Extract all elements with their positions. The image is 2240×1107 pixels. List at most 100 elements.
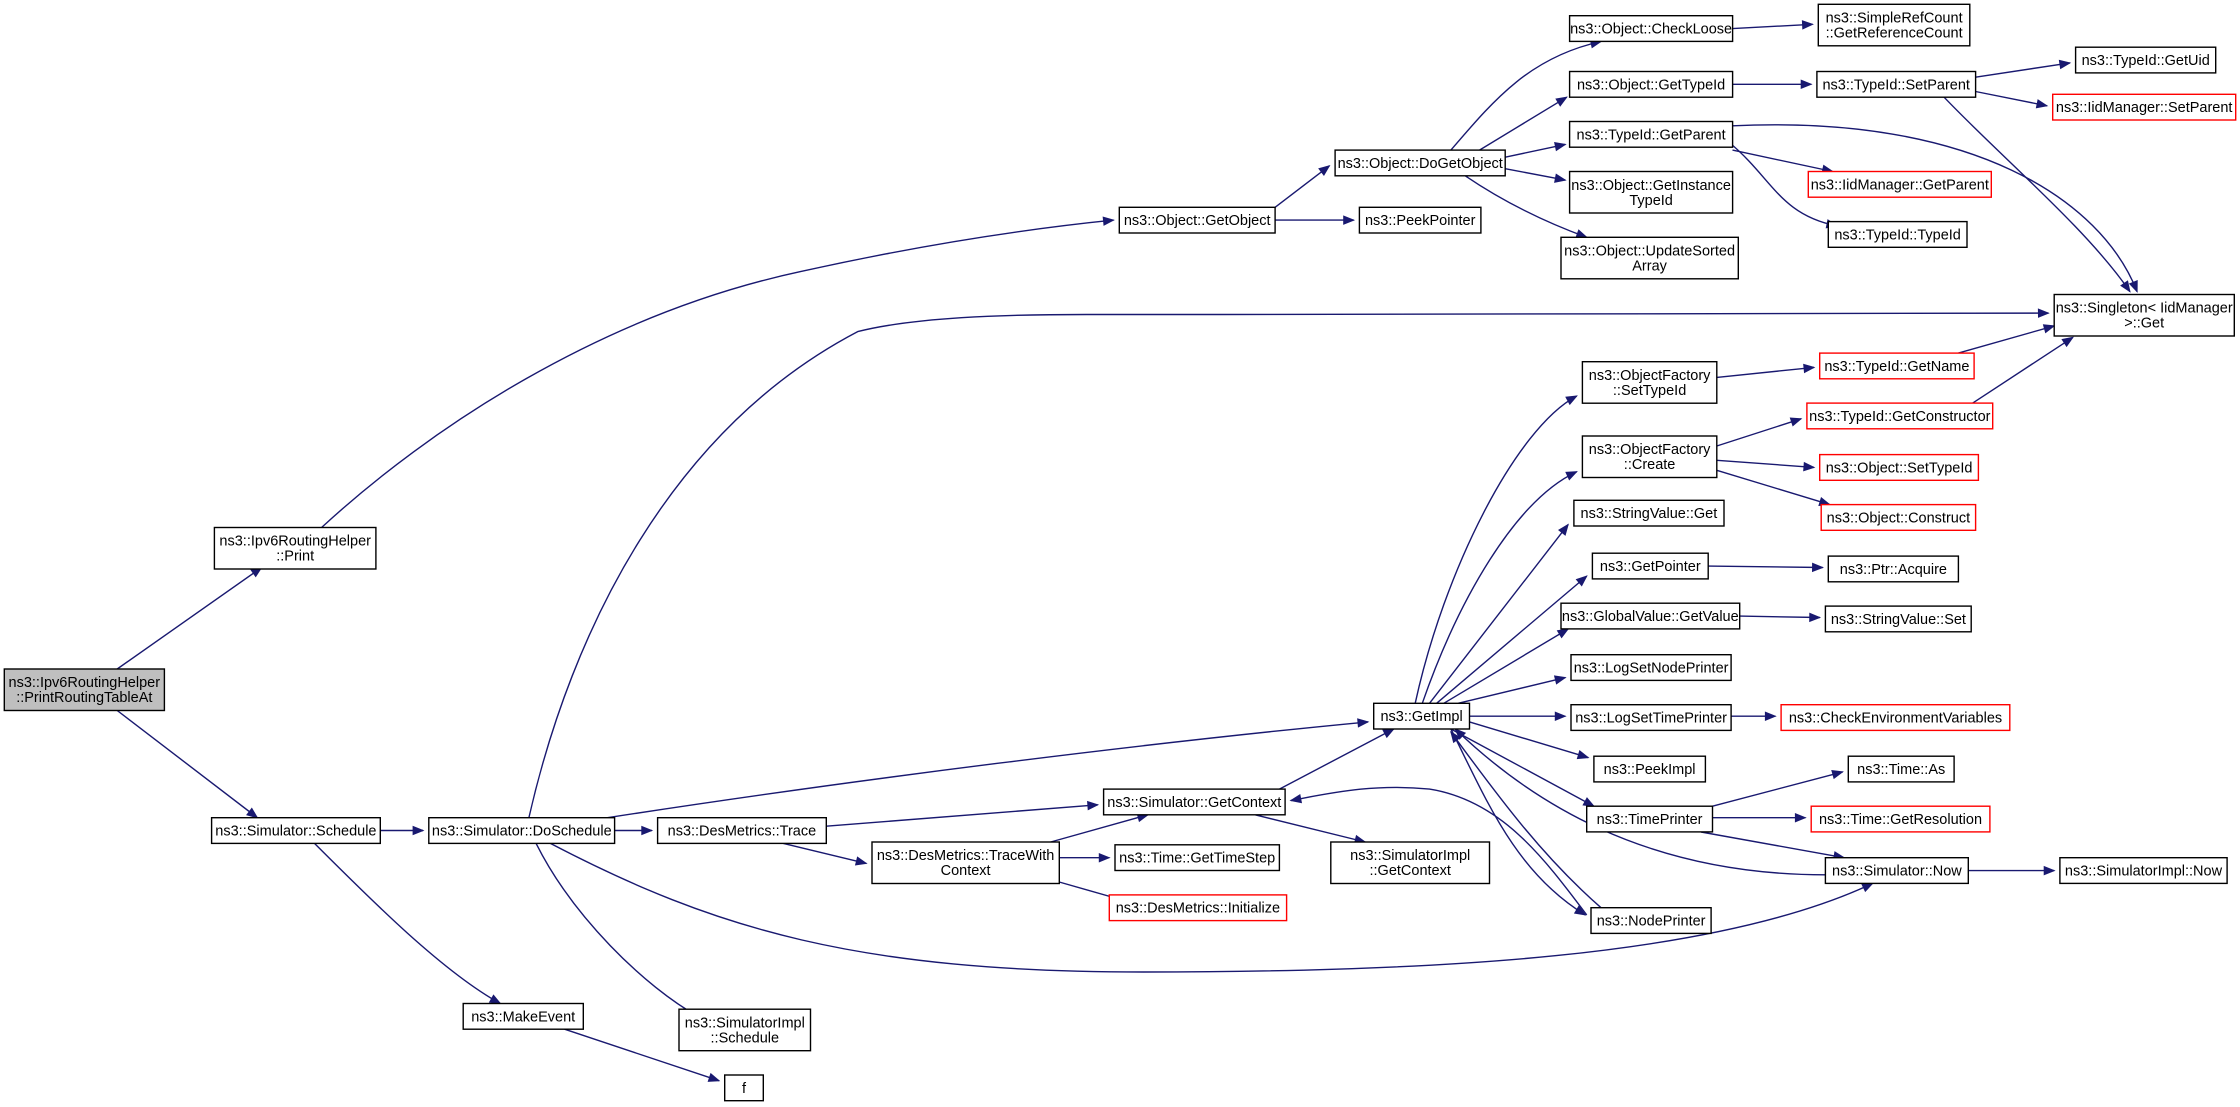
node-label: Context — [941, 863, 991, 879]
node-box — [210, 817, 382, 845]
node-label: ns3::Time::GetTimeStep — [1119, 851, 1275, 867]
node-lognodeprinter[interactable]: ns3::LogSetNodePrinter — [1570, 654, 1732, 682]
node-setparent[interactable]: ns3::TypeId::SetParent — [1816, 70, 1977, 98]
arrowhead — [2037, 308, 2050, 318]
arrowhead — [2043, 865, 2056, 876]
node-typeid-typeid[interactable]: ns3::TypeId::TypeId — [1827, 220, 1968, 249]
node-time-getresolution[interactable]: ns3::Time::GetResolution — [1810, 805, 1991, 833]
node-makeevent[interactable]: ns3::MakeEvent — [462, 1002, 585, 1030]
node-nodeprinter[interactable]: ns3::NodePrinter — [1590, 907, 1712, 935]
arrowhead — [1861, 882, 1874, 893]
node-label: ns3::TypeId::GetConstructor — [1809, 409, 1991, 425]
edge-getimpl-to-peekimpl — [1469, 721, 1590, 760]
arrowhead — [1556, 628, 1570, 639]
node-desmetrics-trace[interactable]: ns3::DesMetrics::Trace — [656, 817, 827, 845]
node-getimpl[interactable]: ns3::GetImpl — [1372, 702, 1471, 730]
node-globalvalue-getvalue[interactable]: ns3::GlobalValue::GetValue — [1560, 602, 1741, 630]
edge-getimpl-to-of_create — [1421, 471, 1578, 704]
node-label: ::PrintRoutingTableAt — [16, 690, 152, 706]
node-stringvalue-set[interactable]: ns3::StringValue::Set — [1824, 605, 1972, 633]
edge-timeprinter-to-time_as — [1712, 770, 1844, 807]
node-typeid-getparent[interactable]: ns3::TypeId::GetParent — [1568, 120, 1734, 148]
arrowhead — [1554, 173, 1567, 183]
edge-schedule-to-makeevent — [314, 842, 502, 1005]
edge-of_create-to-object_construct — [1716, 469, 1831, 507]
node-box — [1818, 453, 1980, 482]
node-label: ns3::PeekPointer — [1365, 213, 1476, 229]
node-simimpl-schedule[interactable]: ns3::SimulatorImpl::Schedule — [678, 1008, 812, 1052]
node-box — [1827, 220, 1968, 249]
node-schedule[interactable]: ns3::Simulator::Schedule — [210, 817, 382, 845]
arrowhead — [1102, 216, 1115, 226]
arrowhead — [1582, 797, 1596, 807]
node-box — [1847, 755, 1955, 783]
node-box — [678, 1008, 812, 1052]
arrowhead — [1565, 395, 1578, 406]
node-object-construct[interactable]: ns3::Object::Construct — [1820, 503, 1977, 532]
node-f[interactable]: f — [724, 1074, 765, 1102]
node-getcontext[interactable]: ns3::Simulator::GetContext — [1102, 788, 1286, 816]
node-typeid-getname[interactable]: ns3::TypeId::GetName — [1818, 352, 1975, 380]
node-label: ns3::Ipv6RoutingHelper — [9, 675, 161, 691]
node-simimpl-now[interactable]: ns3::SimulatorImpl::Now — [2059, 857, 2228, 885]
node-dogetobject[interactable]: ns3::Object::DoGetObject — [1334, 149, 1506, 177]
node-of-settypeid[interactable]: ns3::ObjectFactory::SetTypeId — [1581, 361, 1718, 404]
edge-doschedule-to-getimpl — [607, 718, 1370, 819]
node-object-settypeid[interactable]: ns3::Object::SetTypeId — [1818, 453, 1980, 482]
node-label: ns3::ObjectFactory — [1589, 442, 1711, 458]
edge-getimpl-to-nodeprinter — [1450, 728, 1587, 916]
node-getobject[interactable]: ns3::Object::GetObject — [1118, 206, 1276, 234]
node-stringvalue-get[interactable]: ns3::StringValue::Get — [1573, 499, 1725, 527]
node-of-create[interactable]: ns3::ObjectFactory::Create — [1581, 435, 1718, 479]
node-simimpl-getcontext[interactable]: ns3::SimulatorImpl::GetContext — [1330, 841, 1491, 885]
node-root[interactable]: ns3::Ipv6RoutingHelper::PrintRoutingTabl… — [3, 668, 166, 712]
node-label: ns3::TypeId::GetUid — [2082, 53, 2210, 69]
edge-schedule-to-doschedule — [380, 825, 425, 836]
edge-desmetrics_trace-to-tracewithcontext — [783, 842, 868, 866]
node-getrefcount[interactable]: ns3::SimpleRefCount::GetReferenceCount — [1817, 3, 1971, 47]
node-getuid[interactable]: ns3::TypeId::GetUid — [2074, 46, 2217, 74]
node-iid-setparent[interactable]: ns3::IidManager::SetParent — [2051, 93, 2237, 121]
node-box — [3, 668, 166, 712]
node-peekimpl[interactable]: ns3::PeekImpl — [1593, 755, 1707, 783]
node-gettimestep[interactable]: ns3::Time::GetTimeStep — [1114, 844, 1281, 872]
node-singleton[interactable]: ns3::Singleton< IidManager >::Get — [2053, 293, 2235, 337]
node-logtimeprinter[interactable]: ns3::LogSetTimePrinter — [1570, 704, 1732, 732]
node-box — [1824, 605, 1972, 633]
node-label: ns3::GetImpl — [1380, 709, 1462, 725]
node-gettypeid[interactable]: ns3::Object::GetTypeId — [1568, 70, 1734, 98]
edge-getcontext-to-getimpl — [1279, 728, 1395, 790]
node-time-as[interactable]: ns3::Time::As — [1847, 755, 1955, 783]
node-desm-initialize[interactable]: ns3::DesMetrics::Initialize — [1108, 894, 1288, 922]
arrowhead — [1555, 96, 1568, 107]
node-label: ns3::Object::GetTypeId — [1577, 77, 1725, 93]
arrowhead — [2061, 336, 2074, 348]
arrowhead — [641, 825, 654, 836]
edge-getimpl-to-logtimeprinter — [1469, 711, 1567, 721]
node-timeprinter[interactable]: ns3::TimePrinter — [1585, 805, 1714, 833]
node-simulator-now[interactable]: ns3::Simulator::Now — [1824, 857, 1970, 885]
node-label: ns3::TypeId::SetParent — [1822, 77, 1970, 93]
node-print[interactable]: ns3::Ipv6RoutingHelper::Print — [213, 526, 377, 570]
node-box — [2074, 46, 2217, 74]
node-ptr-acquire[interactable]: ns3::Ptr::Acquire — [1827, 555, 1960, 583]
node-label: ns3::DesMetrics::Initialize — [1116, 901, 1280, 917]
node-checkenv[interactable]: ns3::CheckEnvironmentVariables — [1780, 704, 2011, 732]
node-getpointer[interactable]: ns3::GetPointer — [1591, 552, 1709, 580]
node-label: ns3::DesMetrics::Trace — [668, 824, 817, 840]
edge-globalvalue_getvalue-to-stringvalue_set — [1739, 612, 1822, 623]
node-box — [1807, 170, 1993, 198]
node-peekpointer[interactable]: ns3::PeekPointer — [1358, 206, 1482, 234]
node-doschedule[interactable]: ns3::Simulator::DoSchedule — [428, 817, 616, 845]
arrowhead — [2058, 59, 2072, 70]
node-iid-getparent[interactable]: ns3::IidManager::GetParent — [1807, 170, 1993, 198]
edge-getimpl-to-timeprinter — [1450, 728, 1596, 807]
node-label: ::SetTypeId — [1613, 383, 1686, 399]
node-label: ns3::IidManager::GetParent — [1811, 177, 1989, 193]
nodes-layer: ns3::Ipv6RoutingHelper::PrintRoutingTabl… — [3, 3, 2237, 1102]
node-typeid-getconstructor[interactable]: ns3::TypeId::GetConstructor — [1806, 402, 1994, 430]
node-checkloose[interactable]: ns3::Object::CheckLoose — [1568, 14, 1734, 43]
